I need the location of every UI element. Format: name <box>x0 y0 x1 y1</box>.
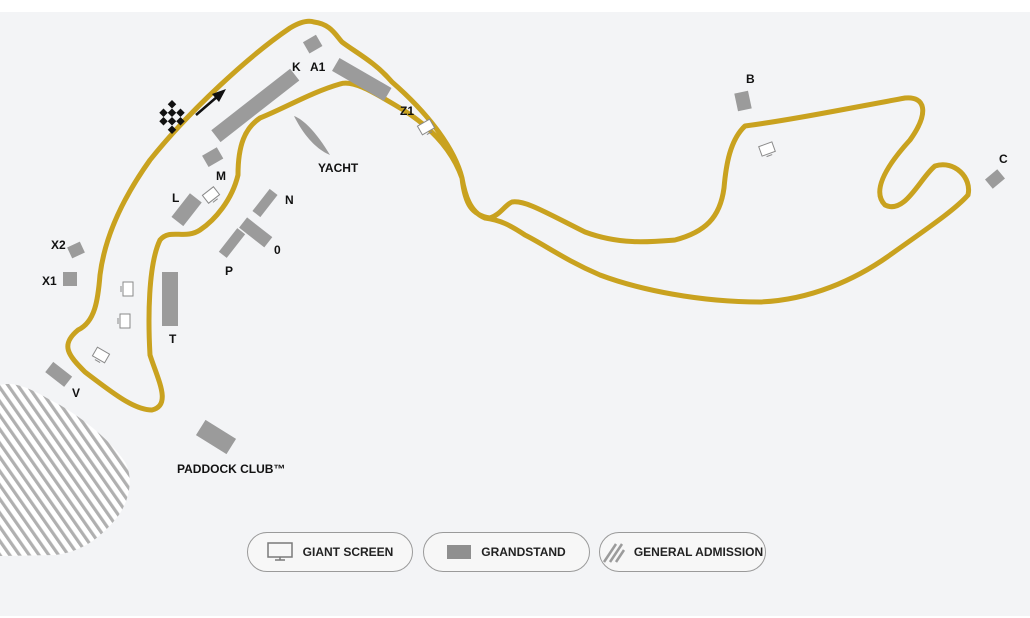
grandstand-M[interactable] <box>202 147 224 168</box>
hatch-icon <box>602 540 626 564</box>
giant-screen-icon <box>758 141 776 158</box>
grandstand-P[interactable] <box>218 228 246 258</box>
grandstand-C[interactable] <box>985 169 1005 189</box>
giant-screen-icon <box>416 118 436 136</box>
label-L: L <box>172 191 179 205</box>
label-X2: X2 <box>51 238 66 252</box>
race-track <box>65 18 972 413</box>
grandstand-L[interactable] <box>171 193 202 227</box>
label-X1: X1 <box>42 274 57 288</box>
monitor-icon <box>266 542 293 562</box>
grandstand-B[interactable] <box>734 90 752 112</box>
label-Z1: Z1 <box>400 104 414 118</box>
grandstand-O[interactable] <box>239 217 273 248</box>
grandstand-T[interactable] <box>162 272 178 326</box>
legend-giant-screen-label: GIANT SCREEN <box>302 545 394 559</box>
giant-screen-icon <box>201 186 221 204</box>
label-K: K <box>292 60 301 74</box>
yacht-shape <box>294 116 330 155</box>
grandstand-block-icon <box>447 545 472 559</box>
grandstand-Z1[interactable] <box>332 57 392 101</box>
giant-screen-icon <box>91 346 111 364</box>
label-C: C <box>999 152 1008 166</box>
label-P: P <box>225 264 233 278</box>
grandstand-N[interactable] <box>252 188 278 218</box>
circuit-map: K A1 Z1 B C M L N 0 P X2 X1 T V YACHT PA… <box>0 12 1030 616</box>
direction-arrow-icon <box>195 89 226 116</box>
label-yacht: YACHT <box>318 161 359 175</box>
giant-screen-icon <box>120 281 134 297</box>
legend-general-admission[interactable]: GENERAL ADMISSION <box>599 532 766 572</box>
checkered-flag-icon <box>159 100 185 134</box>
grandstand-A1[interactable] <box>302 34 323 54</box>
label-paddock-club: PADDOCK CLUB™ <box>177 462 285 476</box>
label-N: N <box>285 193 294 207</box>
circuit-svg: K A1 Z1 B C M L N 0 P X2 X1 T V YACHT PA… <box>0 18 1008 556</box>
legend-grandstand[interactable]: GRANDSTAND <box>423 532 590 572</box>
legend-general-admission-label: GENERAL ADMISSION <box>633 545 764 559</box>
general-admission-area <box>0 384 130 556</box>
giant-screen-icon <box>117 313 131 329</box>
paddock-club-stand[interactable] <box>195 419 237 455</box>
label-O: 0 <box>274 243 281 257</box>
label-T: T <box>169 332 177 346</box>
label-B: B <box>746 72 755 86</box>
grandstand-K[interactable] <box>211 68 300 143</box>
label-A1: A1 <box>310 60 326 74</box>
legend-giant-screen[interactable]: GIANT SCREEN <box>247 532 413 572</box>
legend-grandstand-label: GRANDSTAND <box>481 545 566 559</box>
label-V: V <box>72 386 80 400</box>
grandstand-V[interactable] <box>45 361 73 387</box>
label-M: M <box>216 169 226 183</box>
grandstand-X1[interactable] <box>63 272 77 286</box>
grandstand-X2[interactable] <box>67 241 85 259</box>
